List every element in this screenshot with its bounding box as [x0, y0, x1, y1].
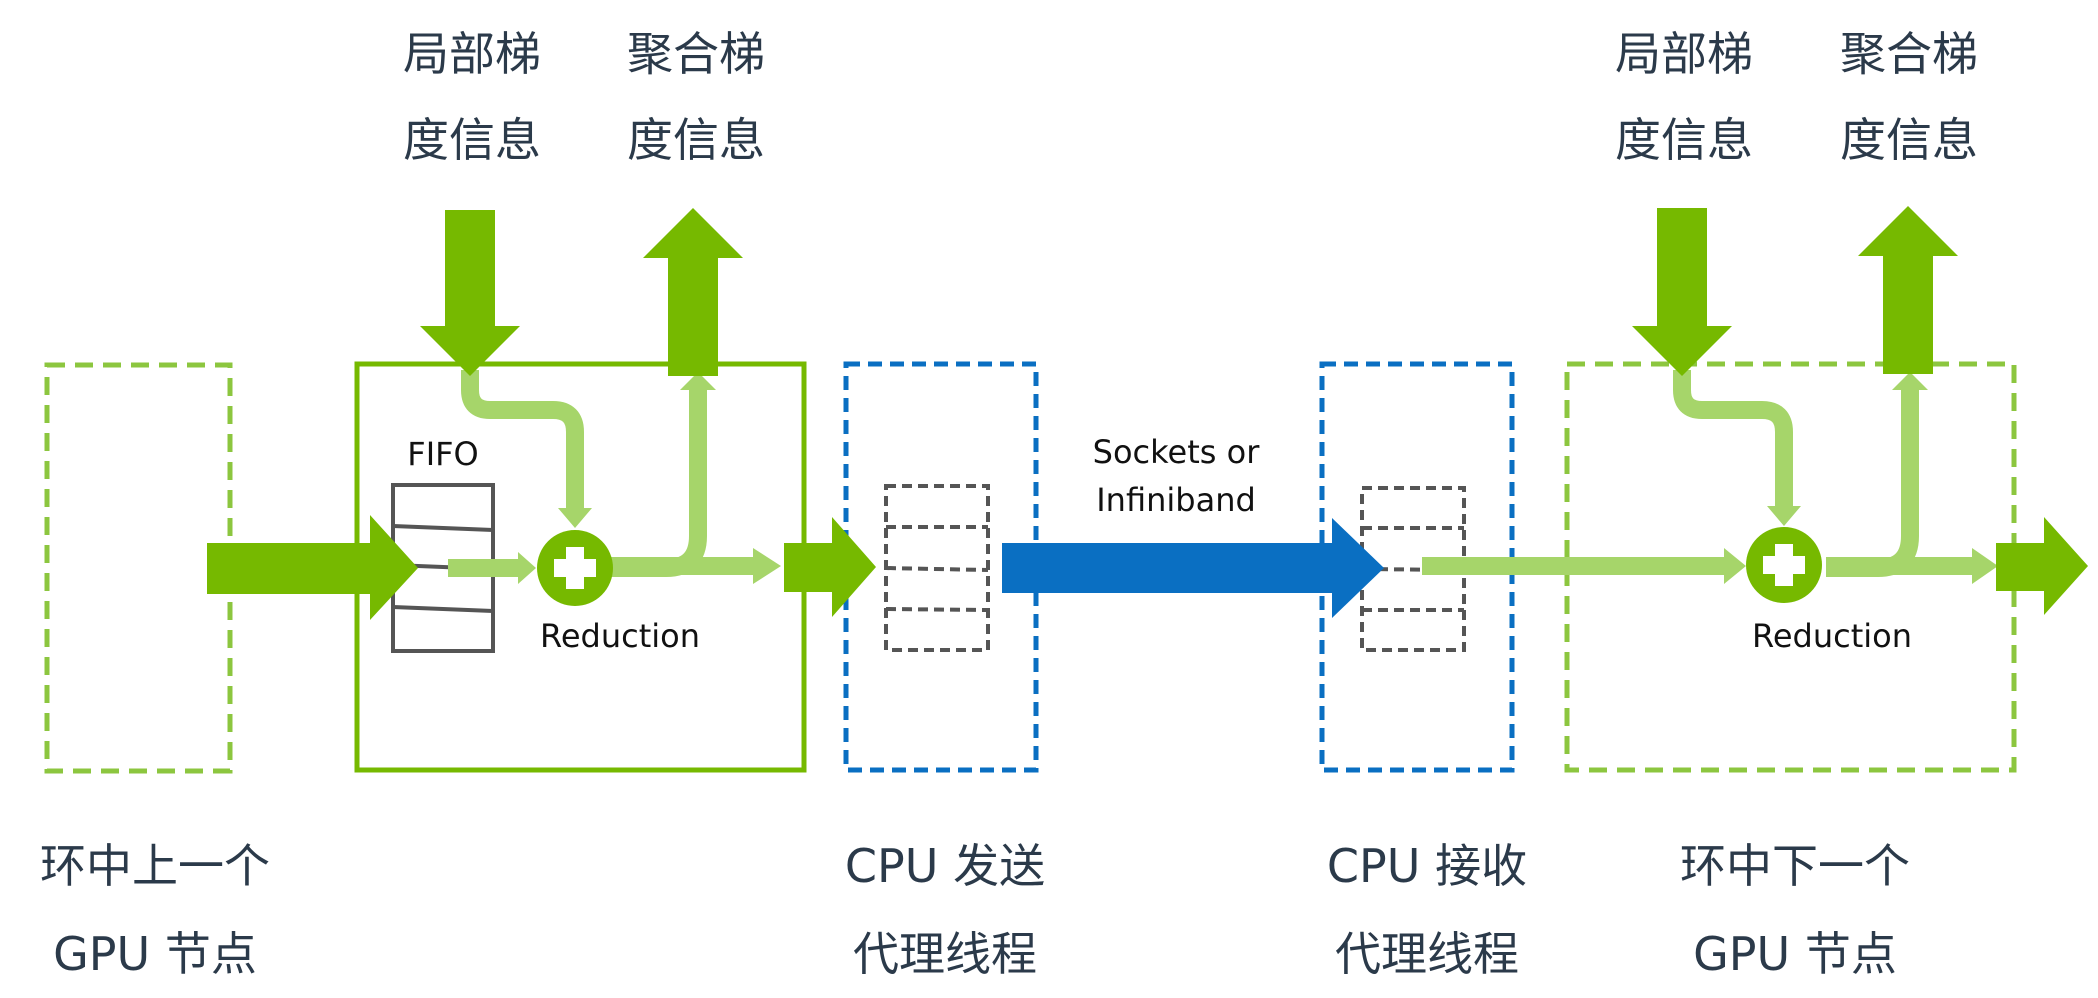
- next-gpu-label: 环中下一个 GPU 节点: [1660, 822, 1930, 998]
- aggregated-gradient-arrow-right: [1858, 206, 1958, 374]
- incoming-data-arrow: [207, 515, 418, 620]
- reduction-label-left: Reduction: [540, 617, 700, 655]
- aggregated-gradient-arrow-left: [643, 208, 743, 376]
- local-gradient-label-left-line1: 局部梯: [403, 27, 541, 81]
- cpu-recv-label-line1: CPU 接收: [1326, 839, 1528, 893]
- prev-gpu-label-line1: 环中上一个: [40, 839, 270, 893]
- local-gradient-label-right-line1: 局部梯: [1615, 27, 1753, 81]
- prev-gpu-node-box: [44, 362, 233, 774]
- network-transfer-arrow: [1002, 518, 1384, 618]
- cpu-send-label-line1: CPU 发送: [844, 839, 1046, 893]
- right-internal-flow: [1422, 370, 1973, 577]
- next-gpu-label-line1: 环中下一个: [1680, 839, 1910, 893]
- local-gradient-label-right: 局部梯 度信息: [1599, 26, 1769, 168]
- aggregated-gradient-label-left: 聚合梯 度信息: [611, 26, 781, 168]
- reduction-node-left: [537, 530, 613, 606]
- cpu-send-label-line2: 代理线程: [853, 927, 1037, 981]
- reduction-node-right: [1746, 527, 1822, 603]
- left-internal-flow: [448, 370, 755, 577]
- send-buffer: [884, 484, 990, 652]
- aggregated-gradient-label-left-line2: 度信息: [627, 113, 765, 167]
- cpu-send-label: CPU 发送 代理线程: [820, 822, 1070, 998]
- local-gradient-label-left-line2: 度信息: [403, 113, 541, 167]
- local-gradient-label-right-line2: 度信息: [1615, 113, 1753, 167]
- right-internal-arrowheads: [1724, 372, 1998, 584]
- local-gradient-arrow-right: [1632, 208, 1732, 376]
- prev-gpu-label: 环中上一个 GPU 节点: [20, 822, 290, 998]
- network-label: Sockets or Infiniband: [1066, 428, 1286, 524]
- to-cpu-send-arrow: [784, 517, 876, 617]
- cpu-recv-proxy-box: [1319, 361, 1515, 773]
- left-internal-arrowheads: [518, 372, 781, 584]
- network-label-line2: Infiniband: [1096, 481, 1256, 519]
- aggregated-gradient-label-right-line1: 聚合梯: [1840, 27, 1978, 81]
- prev-gpu-label-line2: GPU 节点: [53, 927, 257, 981]
- reduction-label-right: Reduction: [1752, 617, 1912, 655]
- aggregated-gradient-label-left-line1: 聚合梯: [627, 27, 765, 81]
- outgoing-data-arrow: [1996, 517, 2088, 615]
- network-label-line1: Sockets or: [1092, 433, 1260, 471]
- aggregated-gradient-label-right-line2: 度信息: [1840, 113, 1978, 167]
- local-gradient-arrow-left: [420, 210, 520, 376]
- cpu-recv-label-line2: 代理线程: [1335, 927, 1519, 981]
- cpu-send-proxy-box: [843, 361, 1039, 773]
- aggregated-gradient-label-right: 聚合梯 度信息: [1824, 26, 1994, 168]
- next-gpu-label-line2: GPU 节点: [1693, 927, 1897, 981]
- fifo-label: FIFO: [407, 435, 479, 473]
- local-gradient-label-left: 局部梯 度信息: [387, 26, 557, 168]
- cpu-recv-label: CPU 接收 代理线程: [1302, 822, 1552, 998]
